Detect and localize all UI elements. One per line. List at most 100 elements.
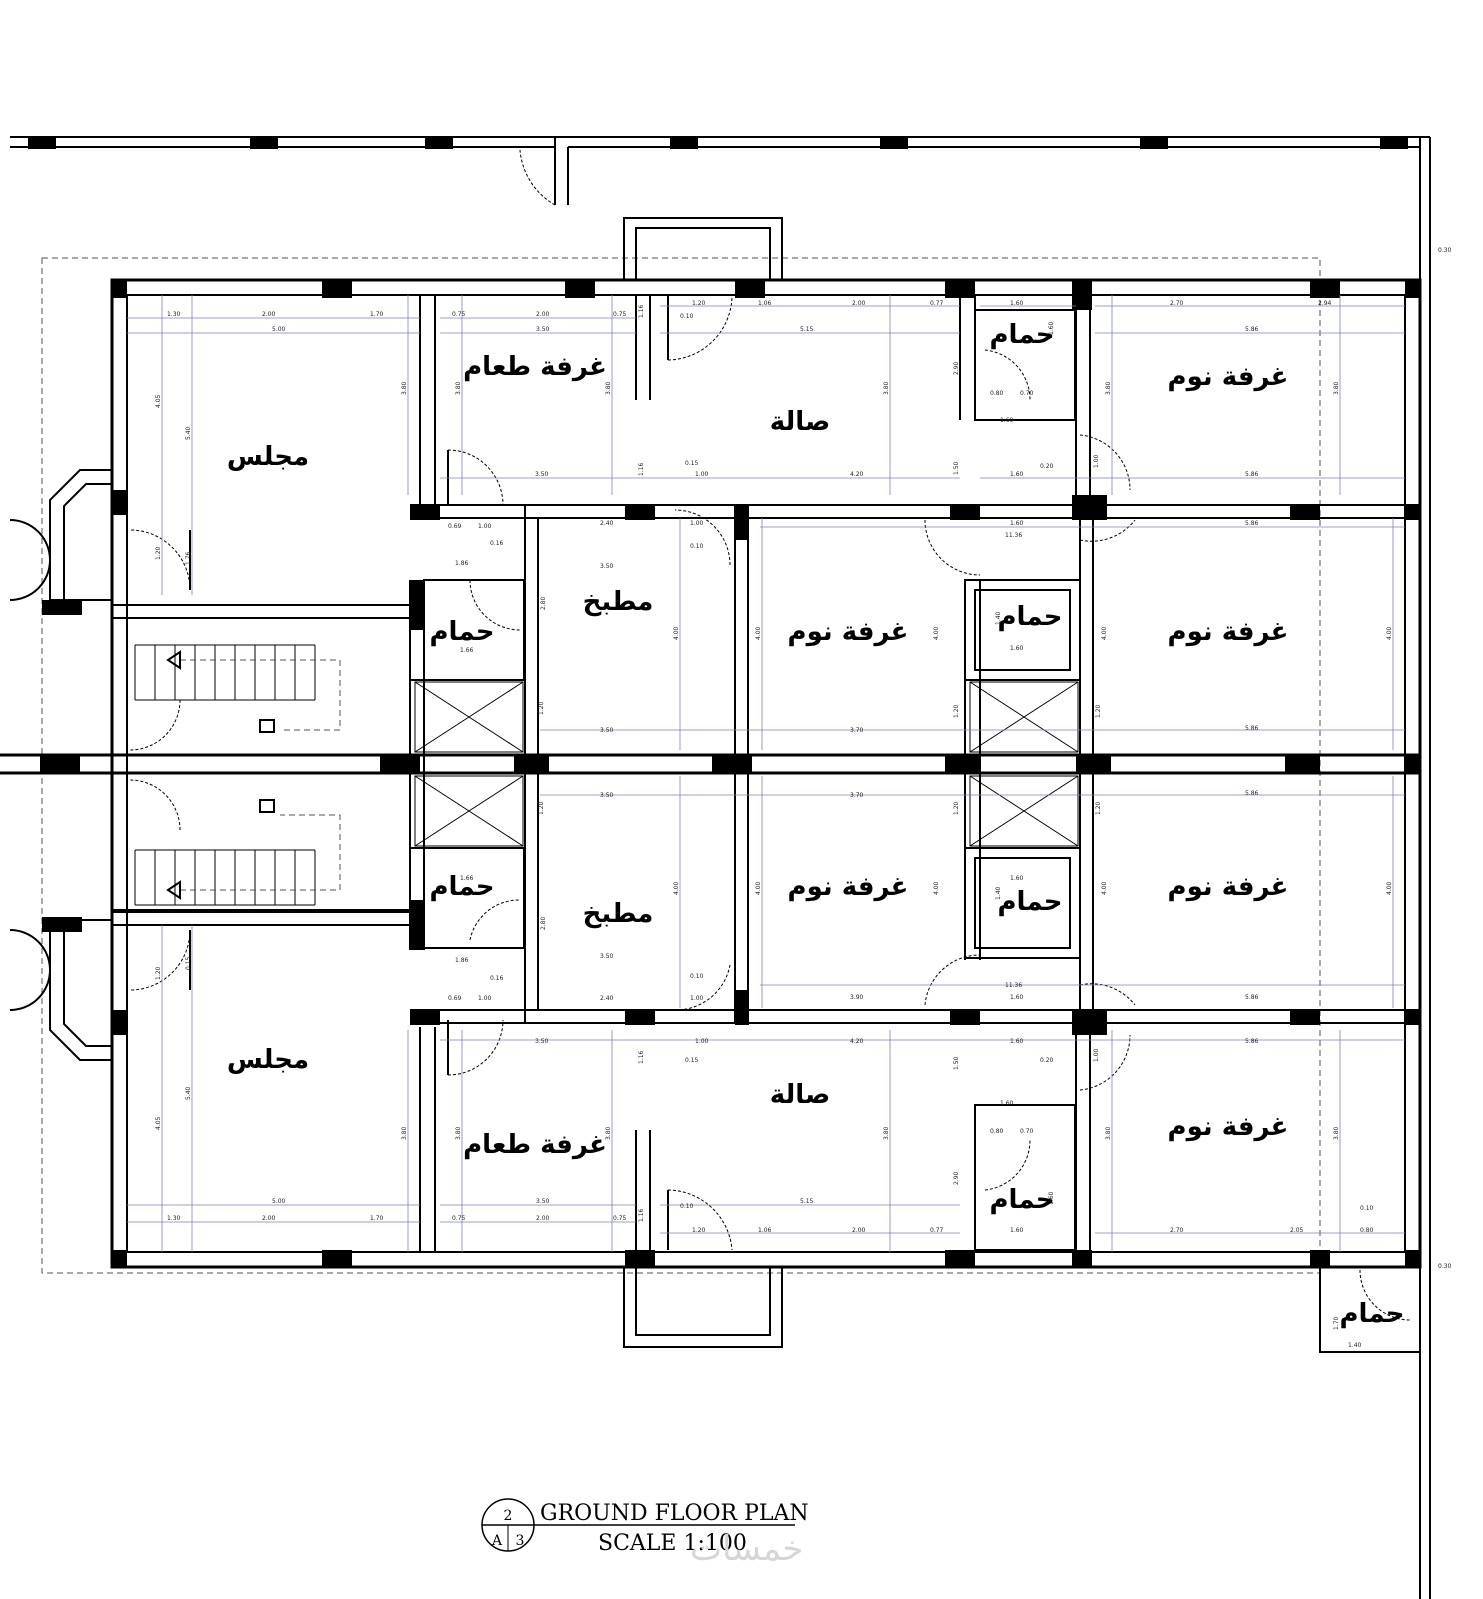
dim-label: 1.86 [455,560,469,567]
dim-label: 1.60 [1010,875,1024,882]
dim-label: 2.40 [600,520,614,527]
structural-columns [40,280,1420,1268]
dim-label: 1.00 [1093,1048,1100,1062]
dim-label: 2.00 [262,311,276,318]
dim-label: 2.00 [536,1215,550,1222]
dim-label: 1.60 [1010,1227,1024,1234]
dim-label: 2.70 [1170,300,1184,307]
dim-label: 2.00 [852,300,866,307]
dim-label: 1.70 [1333,1316,1340,1330]
dim-label: 3.50 [600,563,614,570]
dim-label: 5.86 [1245,326,1259,333]
dim-label: 1.16 [638,1050,645,1064]
dim-label: 4.00 [755,881,762,895]
dim-label: 3.80 [455,1126,462,1140]
dim-label: 1.16 [638,304,645,318]
dim-label: 5.15 [800,1198,814,1205]
dim-label: 3.50 [600,792,614,799]
dim-label: 4.05 [155,1116,162,1130]
dim-label: 4.00 [1101,626,1108,640]
dim-label: 2.05 [1290,1227,1304,1234]
dim-label: 2.00 [262,1215,276,1222]
dim-label: 5.86 [1245,994,1259,1001]
dim-label: 1.16 [638,462,645,476]
dim-label: 1.70 [370,1215,384,1222]
dim-label: 0.10 [690,973,704,980]
dim-label: 0.20 [1040,463,1054,470]
dim-label: 0.10 [680,313,694,320]
room-label-bath: حمام [998,602,1063,632]
room-labels: مجلس غرفة طعام صالة حمام غرفة نوم مطبخ ح… [227,320,1405,1329]
dim-label: 0.30 [1438,247,1452,254]
dim-label: 1.20 [692,300,706,307]
dim-label: 3.50 [600,953,614,960]
room-label-bedroom: غرفة نوم [1168,872,1289,902]
room-label-bath: حمام [430,872,495,902]
dim-label: 0.77 [930,300,944,307]
dim-label: 1.20 [155,546,162,560]
dim-label: 1.00 [690,520,704,527]
dim-label: 4.00 [673,881,680,895]
dim-label: 1.20 [538,701,545,715]
dim-label: 1.60 [1010,645,1024,652]
dim-label: 1.60 [1010,471,1024,478]
dim-label: 1.66 [460,875,474,882]
dim-label: 5.86 [1245,725,1259,732]
dim-label: 1.60 [1010,1038,1024,1045]
drawing-scale: SCALE 1:100 [598,1531,747,1556]
dim-label: 2.80 [540,596,547,610]
dim-label: 0.16 [490,540,504,547]
dim-label: 1.60 [1048,321,1055,335]
dim-label: 3.80 [401,1126,408,1140]
dim-label: 3.80 [1105,1126,1112,1140]
dim-label: 1.00 [695,1038,709,1045]
dim-label: 0.80 [990,1128,1004,1135]
dim-label: 3.80 [1105,381,1112,395]
dim-label: 0.10 [1360,1205,1374,1212]
dim-label: 1.30 [167,311,181,318]
dim-label: 1.20 [538,801,545,815]
sheet-number: 3 [516,1533,525,1549]
dim-label: 0.15 [685,460,699,467]
dim-label: 3.80 [605,381,612,395]
dim-label: 3.90 [850,994,864,1001]
dim-label: 4.00 [755,626,762,640]
dim-label: 3.80 [1333,1126,1340,1140]
room-label-bath: حمام [990,320,1055,350]
service-shafts [414,681,1079,847]
dim-label: 0.10 [690,543,704,550]
dim-label: 1.60 [1010,994,1024,1001]
dim-label: 3.80 [1333,381,1340,395]
dim-label: 4.00 [673,626,680,640]
dim-label: 2.00 [852,1227,866,1234]
room-label-bedroom: غرفة نوم [1168,362,1289,392]
dim-label: 4.20 [850,1038,864,1045]
dim-label: 2.80 [540,916,547,930]
dim-label: 1.60 [1048,1191,1055,1205]
dim-label: 11.36 [1005,982,1022,989]
dimension-lines [127,295,1405,1252]
site-boundary [10,136,1431,1599]
dim-label: 0.75 [613,1215,627,1222]
dim-label: 0.80 [1360,1227,1374,1234]
room-label-bath: حمام [430,617,495,647]
dim-label: 0.75 [452,311,466,318]
dim-label: 1.60 [1010,300,1024,307]
room-label-hall: صالة [770,1080,830,1110]
door-swings [129,295,1411,1321]
dim-label: 0.15 [185,956,192,970]
room-label-majlis: مجلس [227,442,309,472]
dim-label: 0.69 [448,523,462,530]
dim-label: 0.16 [490,975,504,982]
dim-label: 1.60 [1000,417,1014,424]
dim-label: 0.15 [685,1057,699,1064]
bath-enclosures [423,309,1081,1251]
dim-label: 2.90 [953,361,960,375]
room-label-kitchen: مطبخ [583,587,654,617]
dimension-labels: 1.30 2.00 1.70 5.00 0.75 2.00 0.75 3.50 … [155,247,1452,1349]
dim-label: 3.50 [536,326,550,333]
room-label-dining: غرفة طعام [463,1130,607,1160]
staircase-top [111,617,411,756]
dim-label: 1.66 [460,647,474,654]
